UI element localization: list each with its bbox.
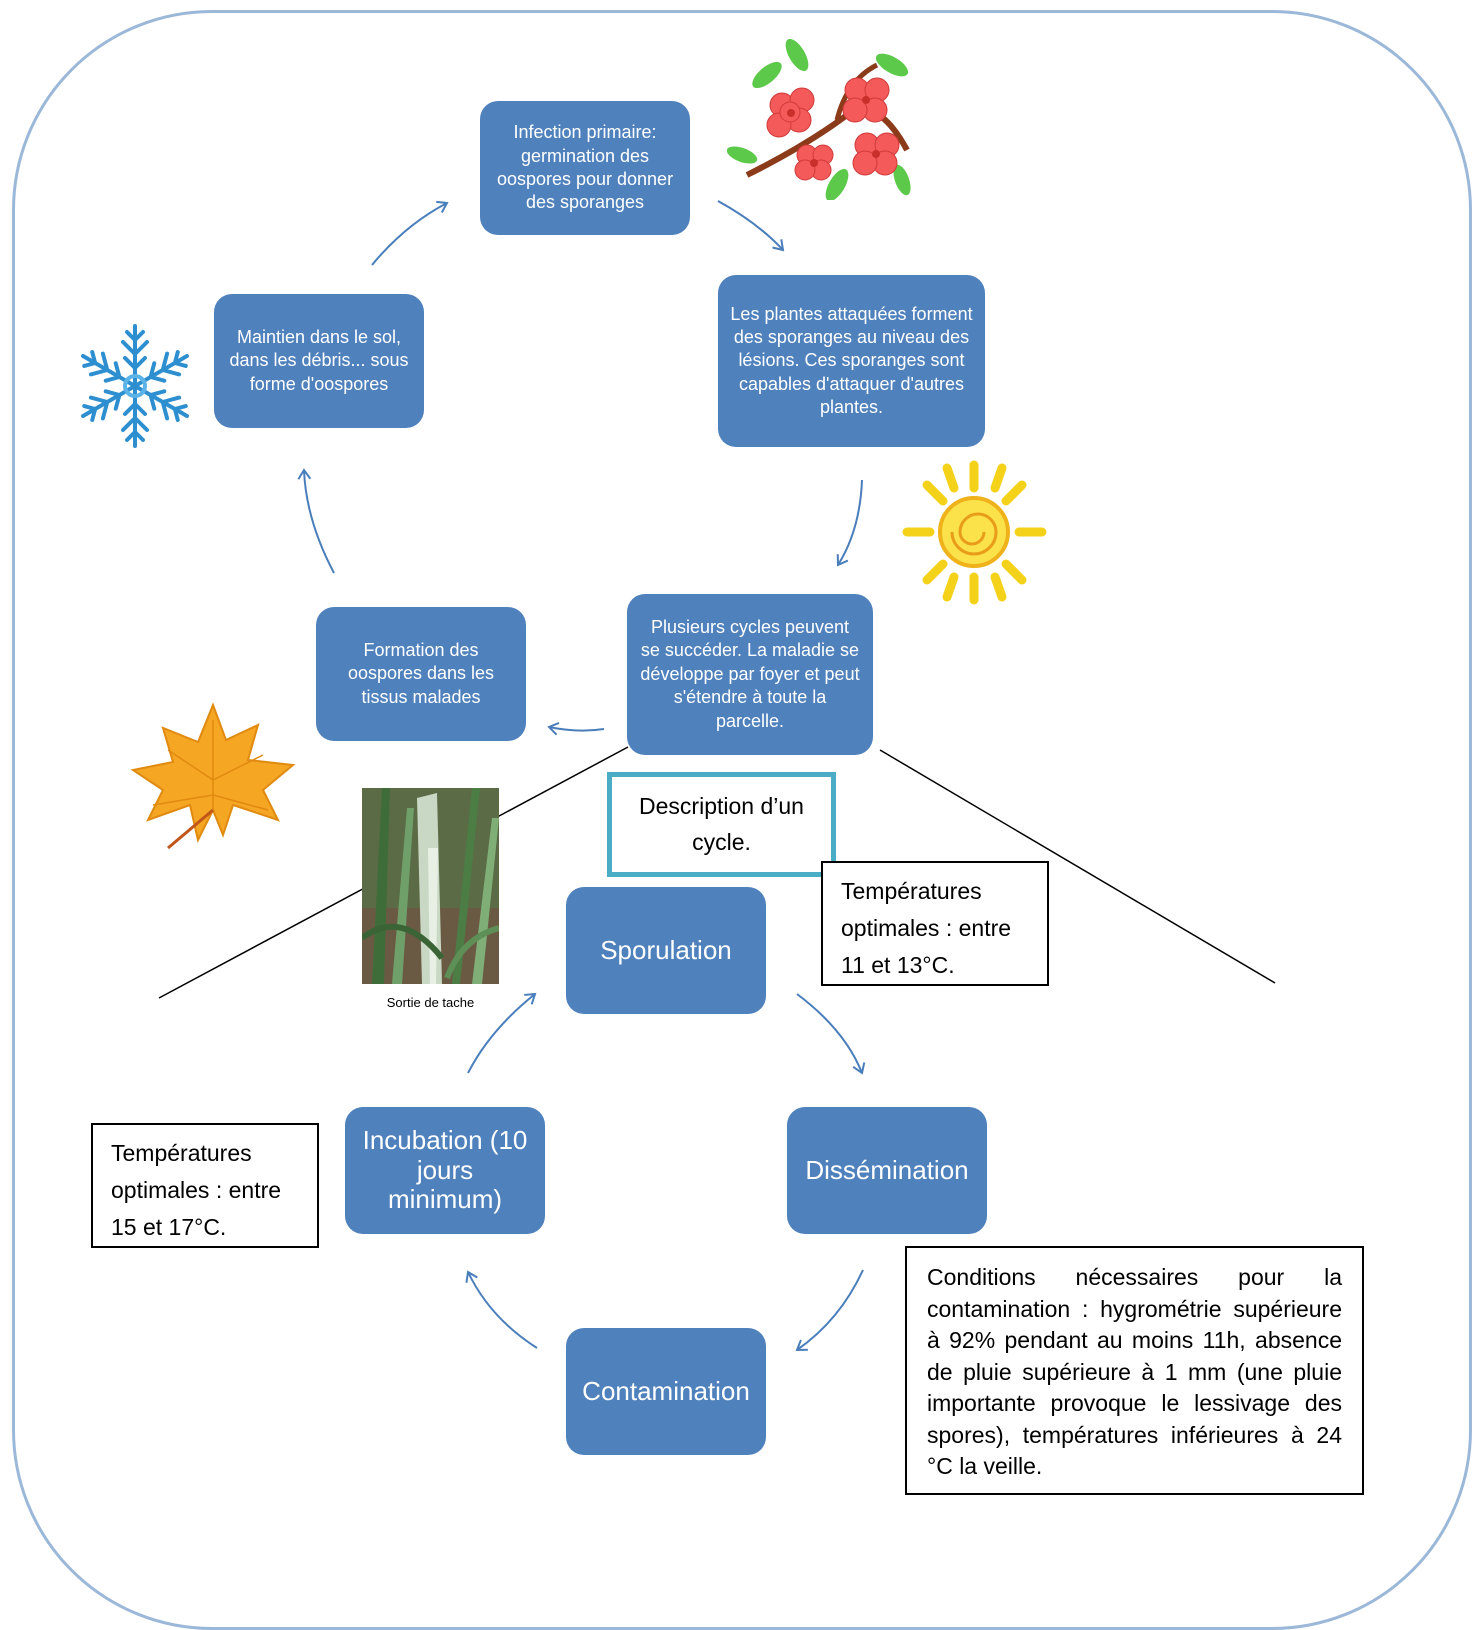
formation-oospores-box: Formation des oospores dans les tissus m… [316, 607, 526, 741]
arrow-contamination-to-incubation [465, 1270, 538, 1349]
arrow-incubation-to-sporulation [467, 992, 537, 1074]
incubation-temperature-note: Températures optimales : entre 15 et 17°… [91, 1123, 319, 1248]
arrow-dissemination-to-contamination [795, 1269, 864, 1352]
contamination-conditions-note: Conditions nécessaires pour la contamina… [905, 1246, 1364, 1495]
sporulation-temperature-note: Températures optimales : entre 11 et 13°… [821, 861, 1049, 986]
arrow-formation-to-maintien [297, 468, 335, 574]
leek-photo [362, 788, 499, 984]
snowflake-icon [80, 324, 190, 448]
flower-branch-icon [727, 38, 911, 200]
plusieurs-cycles-box: Plusieurs cycles peuvent se succéder. La… [627, 594, 873, 755]
arrow-infection-to-plantes [717, 200, 785, 252]
sun-icon [902, 460, 1047, 605]
infection-primaire-box: Infection primaire: germination des oosp… [480, 101, 690, 235]
arrow-maintien-to-infection [371, 200, 449, 266]
zoom-line-right [879, 749, 1276, 984]
arrow-plantes-to-cycles [836, 479, 863, 567]
plantes-attaquees-box: Les plantes attaquées forment des sporan… [718, 275, 985, 447]
dissemination-box: Dissémination [787, 1107, 987, 1234]
arrow-sporulation-to-dissemination [796, 993, 866, 1075]
maple-leaf-icon [130, 702, 296, 850]
sporulation-box: Sporulation [566, 887, 766, 1014]
contamination-box: Contamination [566, 1328, 766, 1455]
maintien-sol-box: Maintien dans le sol, dans les débris...… [214, 294, 424, 428]
arrow-cycles-to-formation [547, 722, 605, 736]
photo-caption: Sortie de tache [386, 995, 475, 1010]
description-cycle-label: Description d’un cycle. [607, 772, 836, 877]
incubation-box: Incubation (10 jours minimum) [345, 1107, 545, 1234]
